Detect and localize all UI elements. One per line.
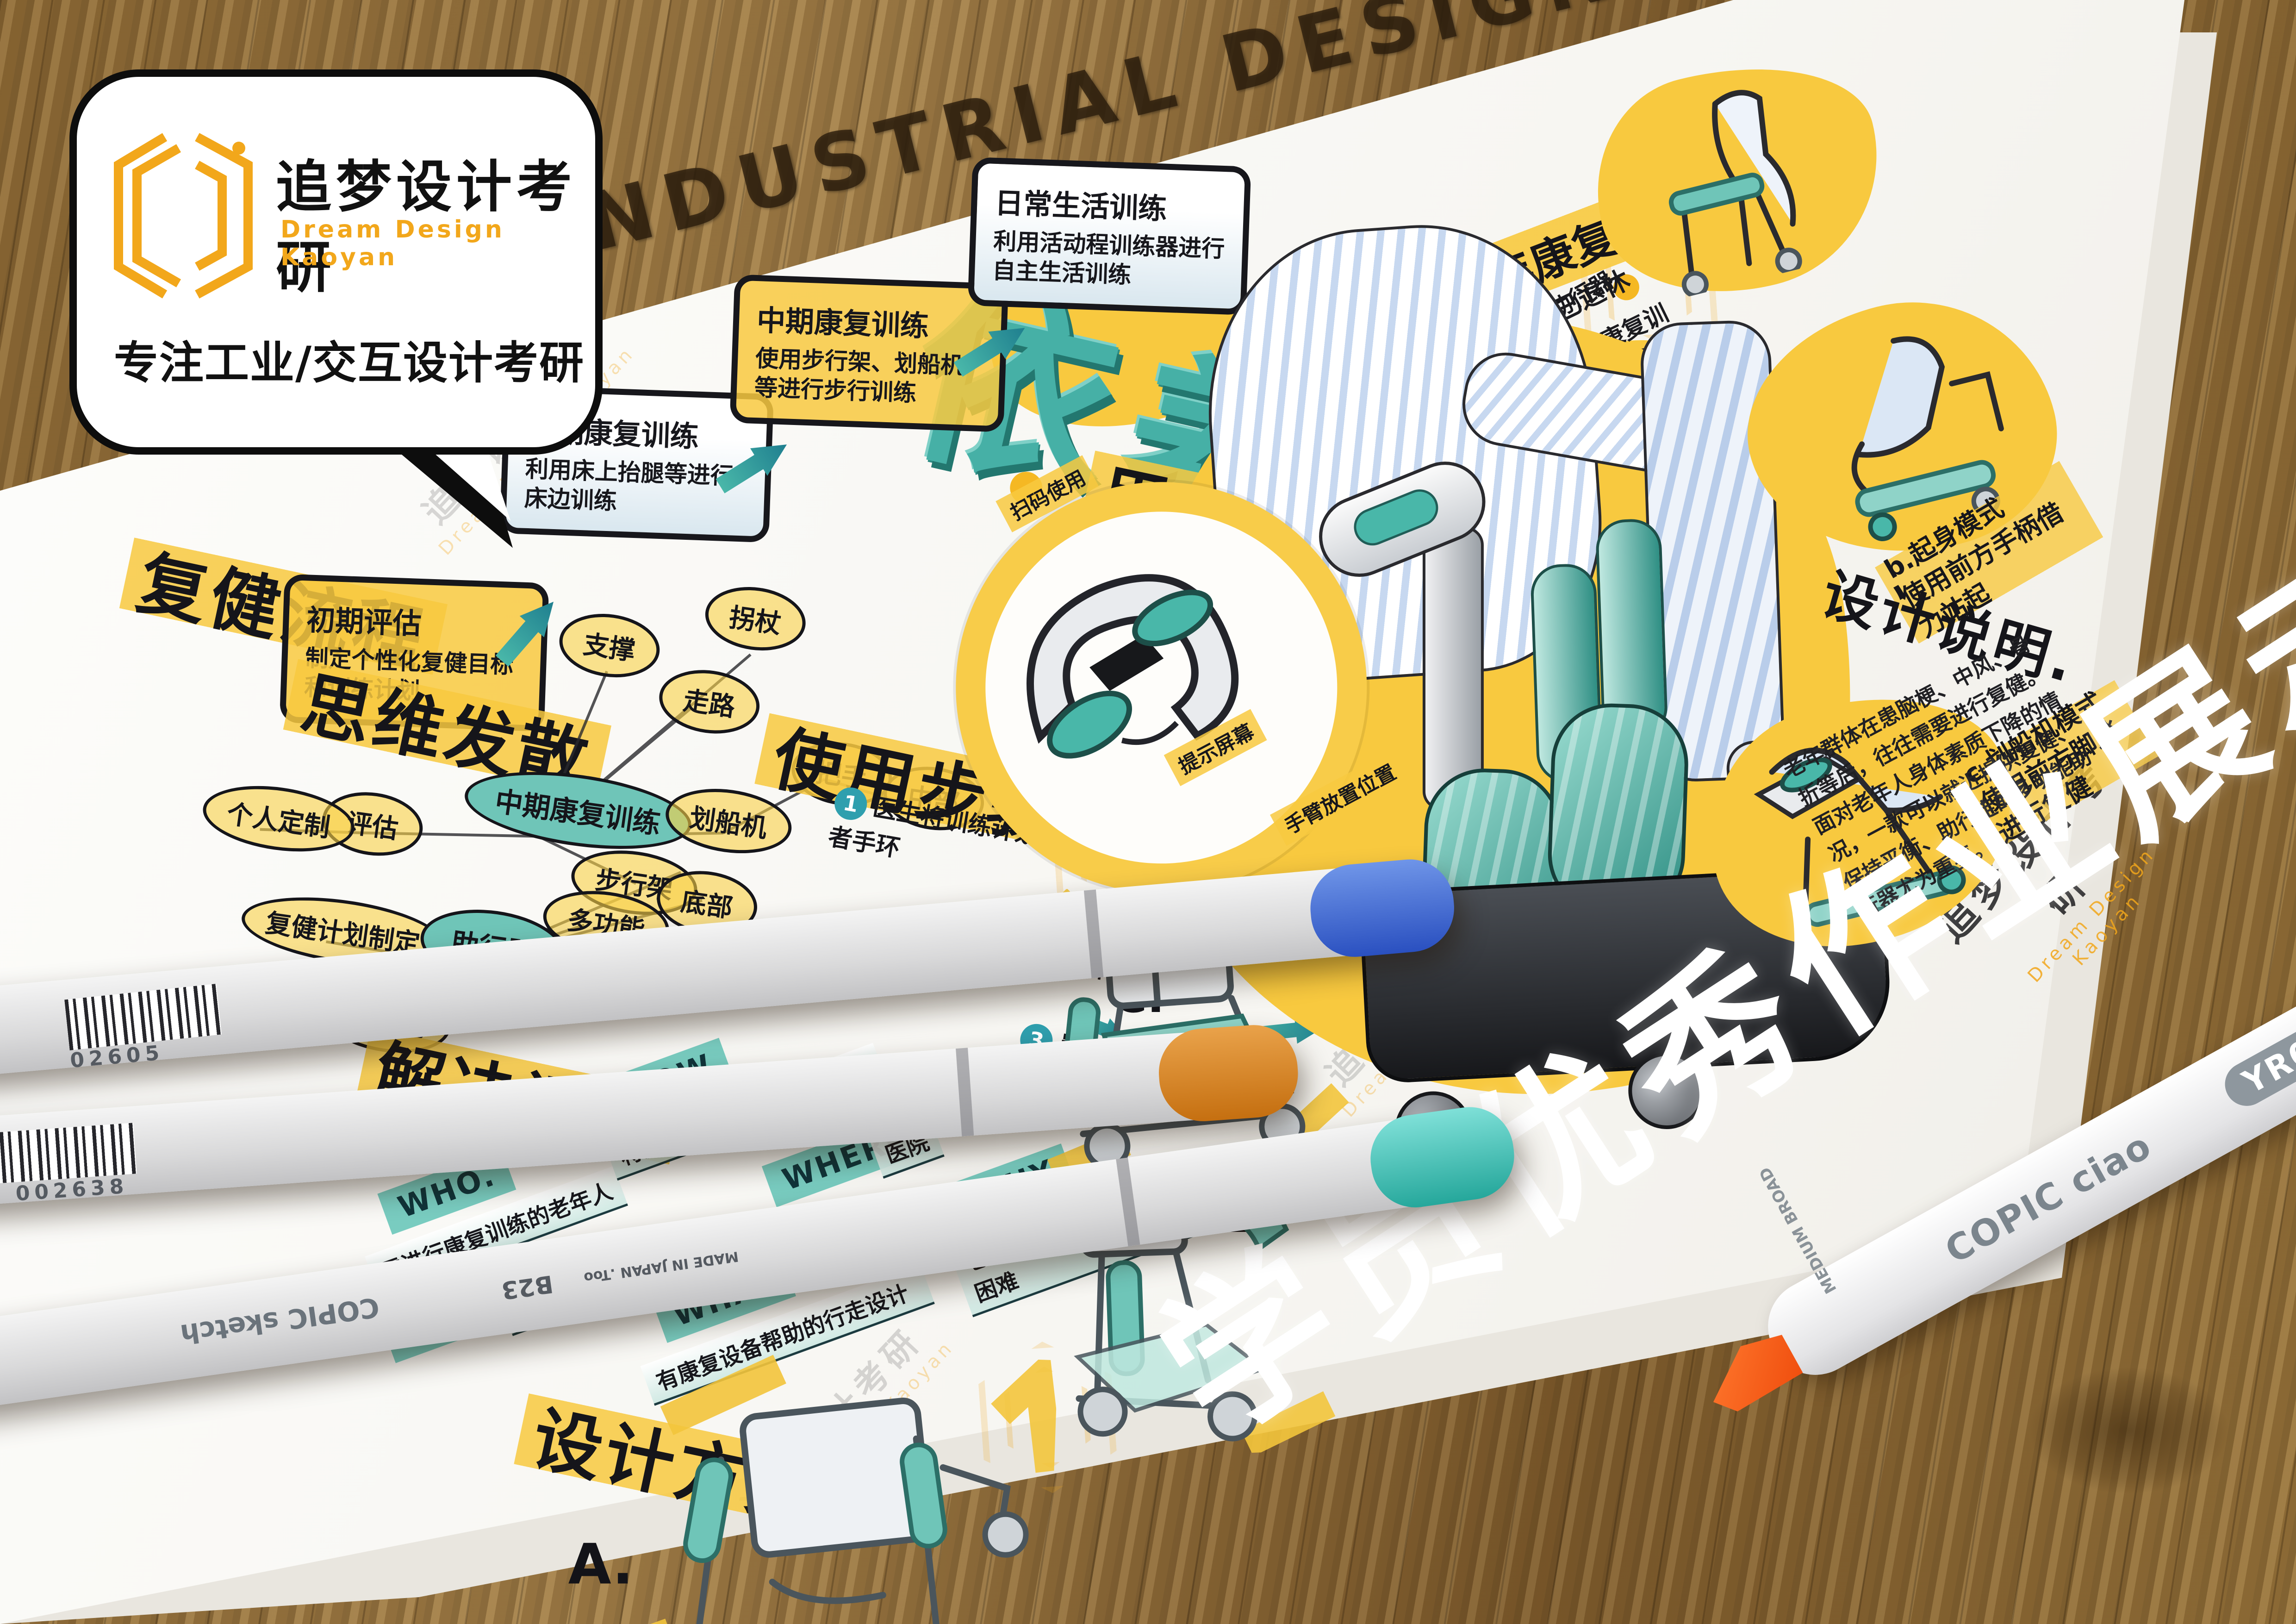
flow-box-4: 日常生活训练 利用活动程训练器进行自主生活训练 xyxy=(967,157,1251,315)
main-illustration xyxy=(912,159,1981,1230)
topview-inset xyxy=(912,438,1411,937)
walker-column xyxy=(1422,526,1484,810)
marker-ring xyxy=(956,1048,974,1137)
marker-cap-orange xyxy=(1156,1022,1301,1124)
marker-ring xyxy=(1116,1157,1140,1247)
mode-scene-a xyxy=(1572,37,1905,322)
ciao-code-badge: YR04 xyxy=(2217,1007,2296,1114)
scene-sketch xyxy=(1668,90,1802,298)
marker-origin-text: MADE IN JAPAN .Too xyxy=(583,1248,740,1286)
brand-name-cn: 追梦设计考研 xyxy=(276,155,577,300)
scheme-sketch-A xyxy=(635,1349,1058,1624)
scheme-label-A: A. xyxy=(568,1532,634,1597)
scene-sketch xyxy=(1754,748,1966,927)
scene-sketch xyxy=(1851,336,2004,541)
brand-logo-icon xyxy=(114,133,253,299)
marker-brand-text: COPIC sketch xyxy=(178,1291,381,1350)
marker-ring xyxy=(1083,889,1104,979)
topview-device xyxy=(1027,574,1239,759)
logo-bubble: 追梦设计考研 Dream Design Kaoyan 专注工业/交互设计考研 xyxy=(69,69,603,455)
wood-knot xyxy=(1990,1343,2268,1518)
brand-tagline: 专注工业/交互设计考研 xyxy=(114,337,585,389)
mode-scene-b xyxy=(1723,271,2080,588)
marker-barcode xyxy=(64,984,222,1050)
flow-box-3: 中期康复训练 使用步行架、划船机等进行步行训练 xyxy=(729,274,1009,432)
mode-scene-c xyxy=(1683,668,2038,975)
brand-name-en: Dream Design Kaoyan xyxy=(280,216,505,271)
marker-code-text: B23 xyxy=(499,1269,555,1305)
